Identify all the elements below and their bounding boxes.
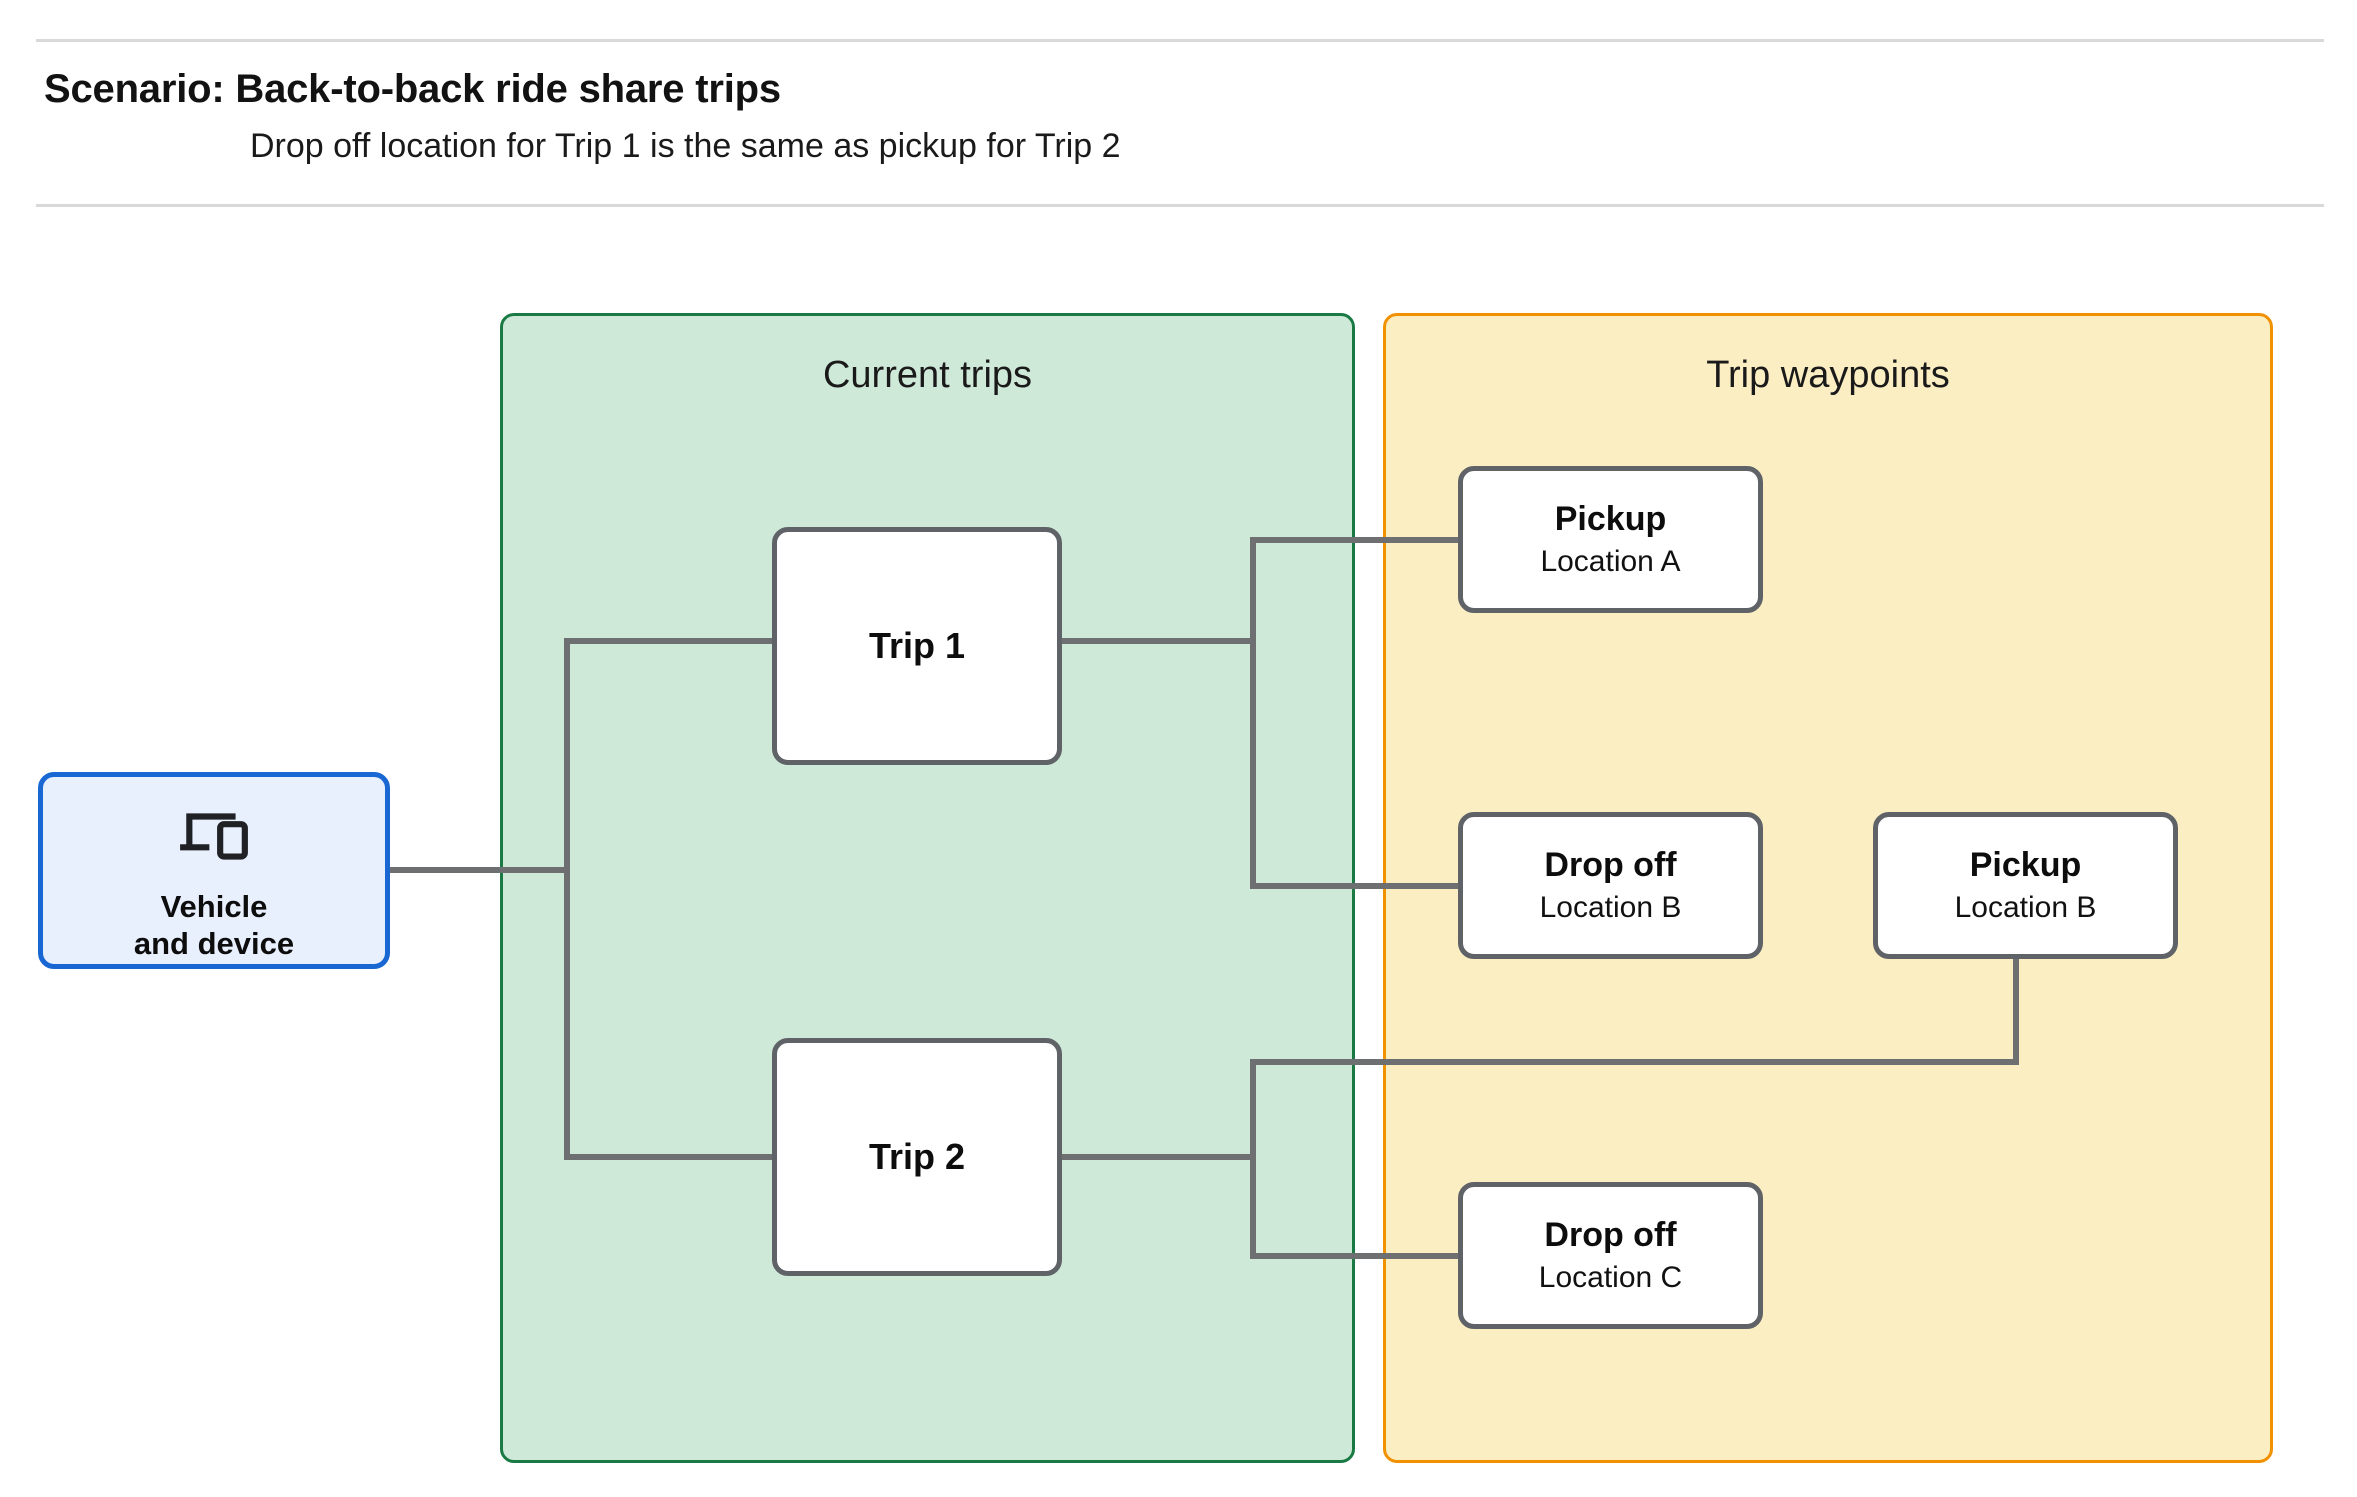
waypoint-dropoff-b-location: Location B <box>1539 890 1682 924</box>
node-waypoint-dropoff-b[interactable]: Drop off Location B <box>1458 812 1763 959</box>
node-trip-1-label: Trip 1 <box>868 624 966 666</box>
group-current-trips: Current trips <box>500 313 1355 1463</box>
group-trip-waypoints-title: Trip waypoints <box>1706 354 1950 396</box>
node-waypoint-dropoff-c[interactable]: Drop off Location C <box>1458 1182 1763 1329</box>
node-waypoint-pickup-b[interactable]: Pickup Location B <box>1873 812 2178 959</box>
node-vehicle-and-device[interactable]: Vehicle and device <box>38 772 390 969</box>
header-divider-bottom <box>36 204 2324 207</box>
page-title: Scenario: Back-to-back ride share trips <box>44 67 781 111</box>
waypoint-dropoff-b-title: Drop off <box>1544 846 1677 885</box>
waypoint-dropoff-c-location: Location C <box>1538 1260 1683 1294</box>
header-divider-top <box>36 39 2324 42</box>
node-waypoint-pickup-a[interactable]: Pickup Location A <box>1458 466 1763 613</box>
vehicle-and-device-label: Vehicle and device <box>133 889 295 961</box>
group-current-trips-title: Current trips <box>822 354 1033 396</box>
waypoint-pickup-b-location: Location B <box>1954 890 2097 924</box>
waypoint-pickup-b-title: Pickup <box>1969 846 2082 885</box>
waypoint-pickup-a-location: Location A <box>1540 544 1681 578</box>
node-trip-2-label: Trip 2 <box>868 1135 966 1177</box>
waypoint-pickup-a-title: Pickup <box>1554 500 1667 539</box>
node-trip-1[interactable]: Trip 1 <box>772 527 1062 765</box>
page-subtitle: Drop off location for Trip 1 is the same… <box>250 127 1121 165</box>
waypoint-dropoff-c-title: Drop off <box>1544 1216 1677 1255</box>
devices-icon <box>177 807 251 863</box>
node-trip-2[interactable]: Trip 2 <box>772 1038 1062 1276</box>
